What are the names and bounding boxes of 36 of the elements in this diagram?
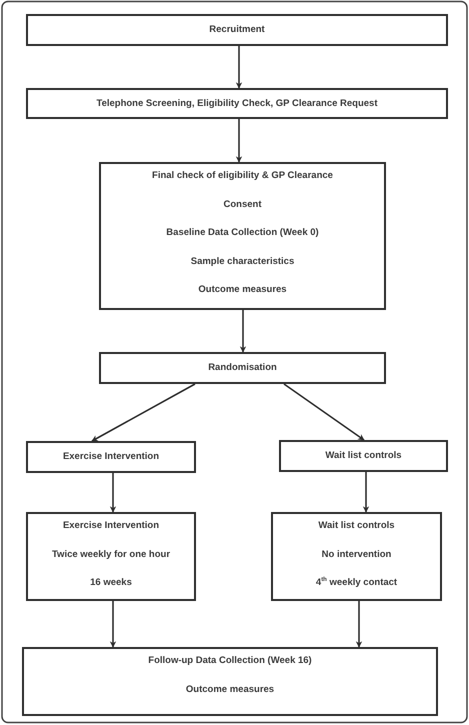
process-box — [26, 14, 448, 46]
arrow — [240, 310, 246, 353]
process-box — [26, 441, 196, 473]
process-box — [99, 162, 386, 310]
process-box — [22, 647, 438, 716]
arrow — [362, 472, 370, 513]
arrow — [236, 46, 242, 89]
box-text: Outcome measures — [198, 283, 287, 296]
arrow — [236, 119, 242, 163]
box-text: Consent — [224, 198, 262, 210]
arrow — [356, 601, 362, 648]
box-text: Recruitment — [209, 23, 265, 36]
box-text: Baseline Data Collection (Week 0) — [166, 226, 319, 239]
box-text: Final check of eligibility & GP Clearance — [152, 169, 333, 182]
box-text: Sample characteristics — [190, 254, 294, 268]
arrow — [91, 383, 196, 442]
box-text: Exercise Intervention — [62, 450, 160, 463]
arrow — [110, 601, 116, 648]
box-text: 4$^{th}$ weekly contact — [316, 576, 398, 589]
process-box — [99, 352, 386, 384]
process-box — [26, 88, 448, 119]
process-box — [26, 512, 196, 601]
box-text: Wait list controls — [325, 449, 402, 462]
box-text: Wait list controls — [318, 519, 395, 532]
arrow — [110, 473, 116, 513]
box-text: Twice weekly for one hour — [52, 548, 170, 560]
process-box — [279, 440, 448, 472]
process-box — [271, 512, 442, 601]
box-text: 16 weeks — [90, 576, 132, 589]
box-text: Exercise Intervention — [62, 519, 160, 532]
box-text: Randomisation — [208, 361, 277, 374]
box-text: No intervention — [322, 548, 392, 560]
arrow — [284, 383, 365, 441]
box-text: Follow-up Data Collection (Week 16) — [148, 654, 312, 667]
box-text: Outcome measures — [186, 682, 274, 696]
box-text: Telephone Screening, Eligibility Check, GP Clearance Request — [96, 97, 378, 110]
